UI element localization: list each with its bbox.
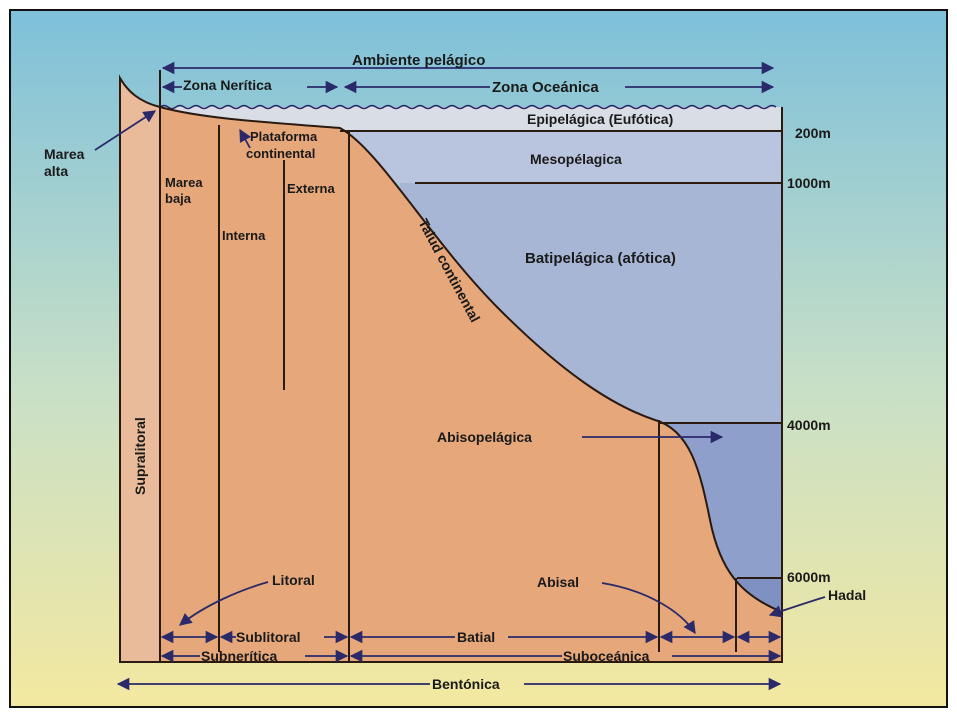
batipelagica-label: Batipelágica (afótica) bbox=[525, 250, 676, 267]
bentonica-label: Bentónica bbox=[432, 676, 500, 692]
depth-4000m: 4000m bbox=[787, 417, 831, 433]
epipelagica-label: Epipelágica (Eufótica) bbox=[527, 111, 673, 127]
marea-alta-label-1: Marea bbox=[44, 146, 85, 162]
supralitoral-strip bbox=[120, 78, 160, 662]
suboceanica-label: Suboceánica bbox=[563, 648, 650, 664]
externa-label: Externa bbox=[287, 181, 335, 196]
sublitoral-label: Sublitoral bbox=[236, 629, 301, 645]
zona-oceanica-label: Zona Oceánica bbox=[492, 79, 599, 96]
mesopelagica-label: Mesopélagica bbox=[530, 151, 622, 167]
plataforma-label-2: continental bbox=[246, 146, 315, 161]
marea-baja-label-2: baja bbox=[165, 191, 192, 206]
depth-1000m: 1000m bbox=[787, 175, 831, 191]
litoral-label: Litoral bbox=[272, 572, 315, 588]
depth-200m: 200m bbox=[795, 125, 831, 141]
supralitoral-label: Supralitoral bbox=[132, 417, 148, 495]
depth-6000m: 6000m bbox=[787, 569, 831, 585]
batial-label: Batial bbox=[457, 629, 495, 645]
abisopelagica-label: Abisopelágica bbox=[437, 429, 532, 445]
zona-neritica-label: Zona Nerítica bbox=[183, 77, 272, 93]
plataforma-label-1: Plataforma bbox=[250, 129, 318, 144]
interna-label: Interna bbox=[222, 228, 266, 243]
marea-alta-label-2: alta bbox=[44, 163, 68, 179]
hadal-label: Hadal bbox=[828, 587, 866, 603]
ambiente-pelagico-label: Ambiente pelágico bbox=[352, 52, 485, 69]
subneritica-label: Subnerítica bbox=[201, 648, 277, 664]
abisal-label: Abisal bbox=[537, 574, 579, 590]
marea-baja-label-1: Marea bbox=[165, 175, 203, 190]
